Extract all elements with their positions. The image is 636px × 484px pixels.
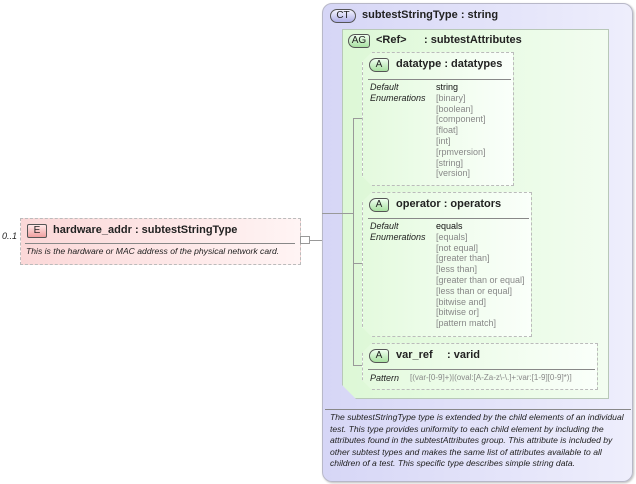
- complex-type-name: subtestStringType : string: [362, 9, 499, 21]
- attribute-group-badge: AG: [348, 34, 370, 48]
- enum-value: [pattern match]: [436, 318, 497, 329]
- enum-value: [less than]: [436, 264, 478, 275]
- enum-value: [binary]: [436, 92, 466, 103]
- element-badge: E: [27, 224, 47, 238]
- attribute-badge: A: [369, 349, 389, 363]
- enum-value: [int]: [436, 135, 451, 146]
- enum-value: [bitwise and]: [436, 296, 487, 307]
- element-name: hardware_addr : subtestStringType: [53, 224, 238, 236]
- enum-value: [equals]: [436, 231, 468, 242]
- enum-value: [component]: [436, 114, 486, 125]
- pattern-label: Pattern: [370, 373, 400, 383]
- default-value: equals: [436, 221, 463, 231]
- attribute-badge: A: [369, 58, 389, 72]
- attribute-type: : varid: [447, 349, 481, 361]
- enumerations-label: Enumerations: [370, 231, 426, 242]
- enum-value: [version]: [436, 168, 471, 179]
- enum-value: [float]: [436, 125, 459, 136]
- expand-toggle[interactable]: [300, 236, 310, 244]
- enum-value: [string]: [436, 157, 464, 168]
- enum-value: [less than or equal]: [436, 285, 513, 296]
- attribute-name: var_ref: [396, 349, 433, 361]
- attribute-var-ref[interactable]: A var_ref : varid Pattern [(var-[0-9]+)|…: [362, 343, 598, 390]
- enum-value: [boolean]: [436, 103, 474, 114]
- attribute-name: operator : operators: [396, 198, 502, 210]
- complex-type-badge: CT: [330, 9, 356, 23]
- enumerations-label: Enumerations: [370, 92, 426, 103]
- default-value: string: [436, 82, 459, 92]
- attribute-group-ref: <Ref>: [376, 34, 407, 46]
- enum-value: [bitwise or]: [436, 307, 480, 318]
- enum-value: [rpmversion]: [436, 146, 486, 157]
- element-description: This is the hardware or MAC address of t…: [26, 246, 280, 256]
- cardinality: 0..1: [2, 231, 18, 241]
- attribute-group-name: : subtestAttributes: [424, 34, 522, 46]
- default-label: Default: [370, 82, 399, 92]
- attribute-badge: A: [369, 198, 389, 212]
- pattern-value: [(var-[0-9]+)|(oval:[A-Za-z\-\.]+:var:[1…: [410, 373, 572, 382]
- enum-value: [greater than]: [436, 253, 490, 264]
- default-label: Default: [370, 221, 399, 231]
- element-box[interactable]: E hardware_addr : subtestStringType This…: [20, 218, 301, 265]
- enum-value: [greater than or equal]: [436, 274, 525, 285]
- attribute-name: datatype : datatypes: [396, 58, 503, 70]
- enum-value: [not equal]: [436, 242, 479, 253]
- complex-type-description: The subtestStringType type is extended b…: [330, 412, 624, 468]
